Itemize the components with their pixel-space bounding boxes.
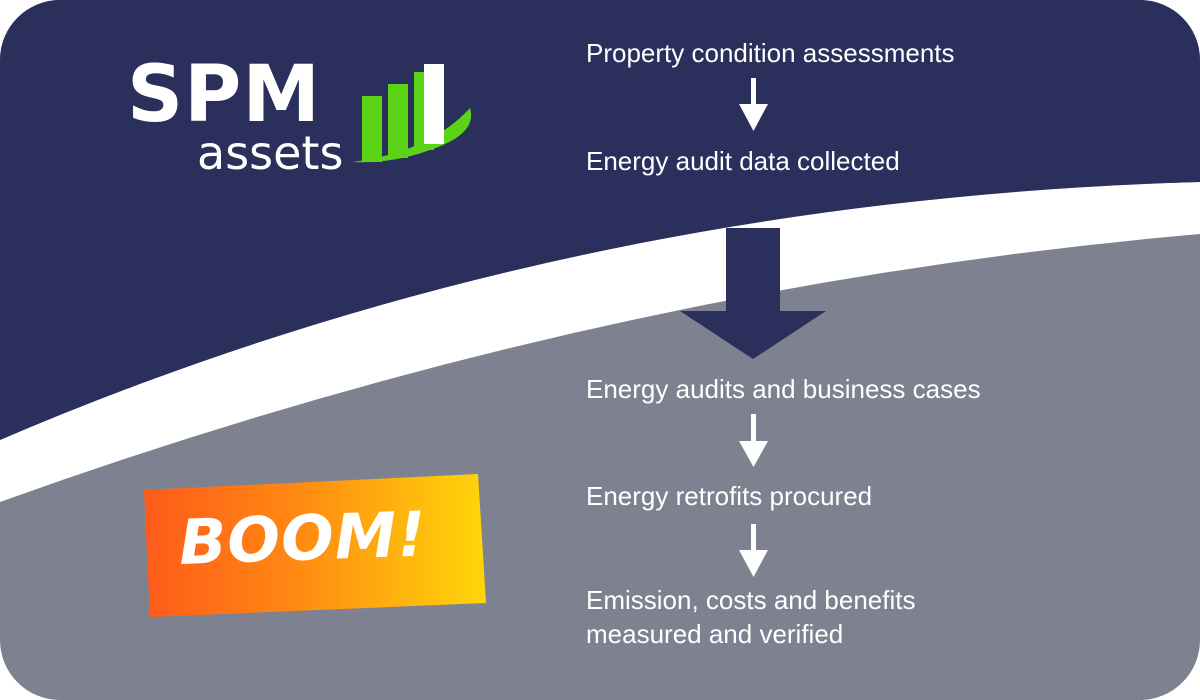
flow-step-verification-line1: Emission, costs and benefits [586,585,916,615]
boom-badge-shape [144,474,486,617]
logo-brand-text: SPM [127,50,321,140]
navy-panel [0,0,1200,440]
flow-step-audit-data: Energy audit data collected [586,146,900,176]
flow-step-property-assessments: Property condition assessments [586,38,955,68]
down-arrow-icon [739,524,768,577]
white-swoosh-band [0,182,1200,502]
flow-step-verification-line2: measured and verified [586,619,844,649]
large-down-arrow-icon [680,228,826,359]
down-arrow-icon [739,78,768,131]
flow-step-business-cases: Energy audits and business cases [586,374,981,404]
boom-badge-label: BOOM! [177,497,428,579]
rising-bars-swoosh-icon [352,64,472,163]
down-arrow-icon [739,414,768,467]
flow-step-retrofits: Energy retrofits procured [586,481,873,511]
logo-sub-text: assets [197,126,344,180]
